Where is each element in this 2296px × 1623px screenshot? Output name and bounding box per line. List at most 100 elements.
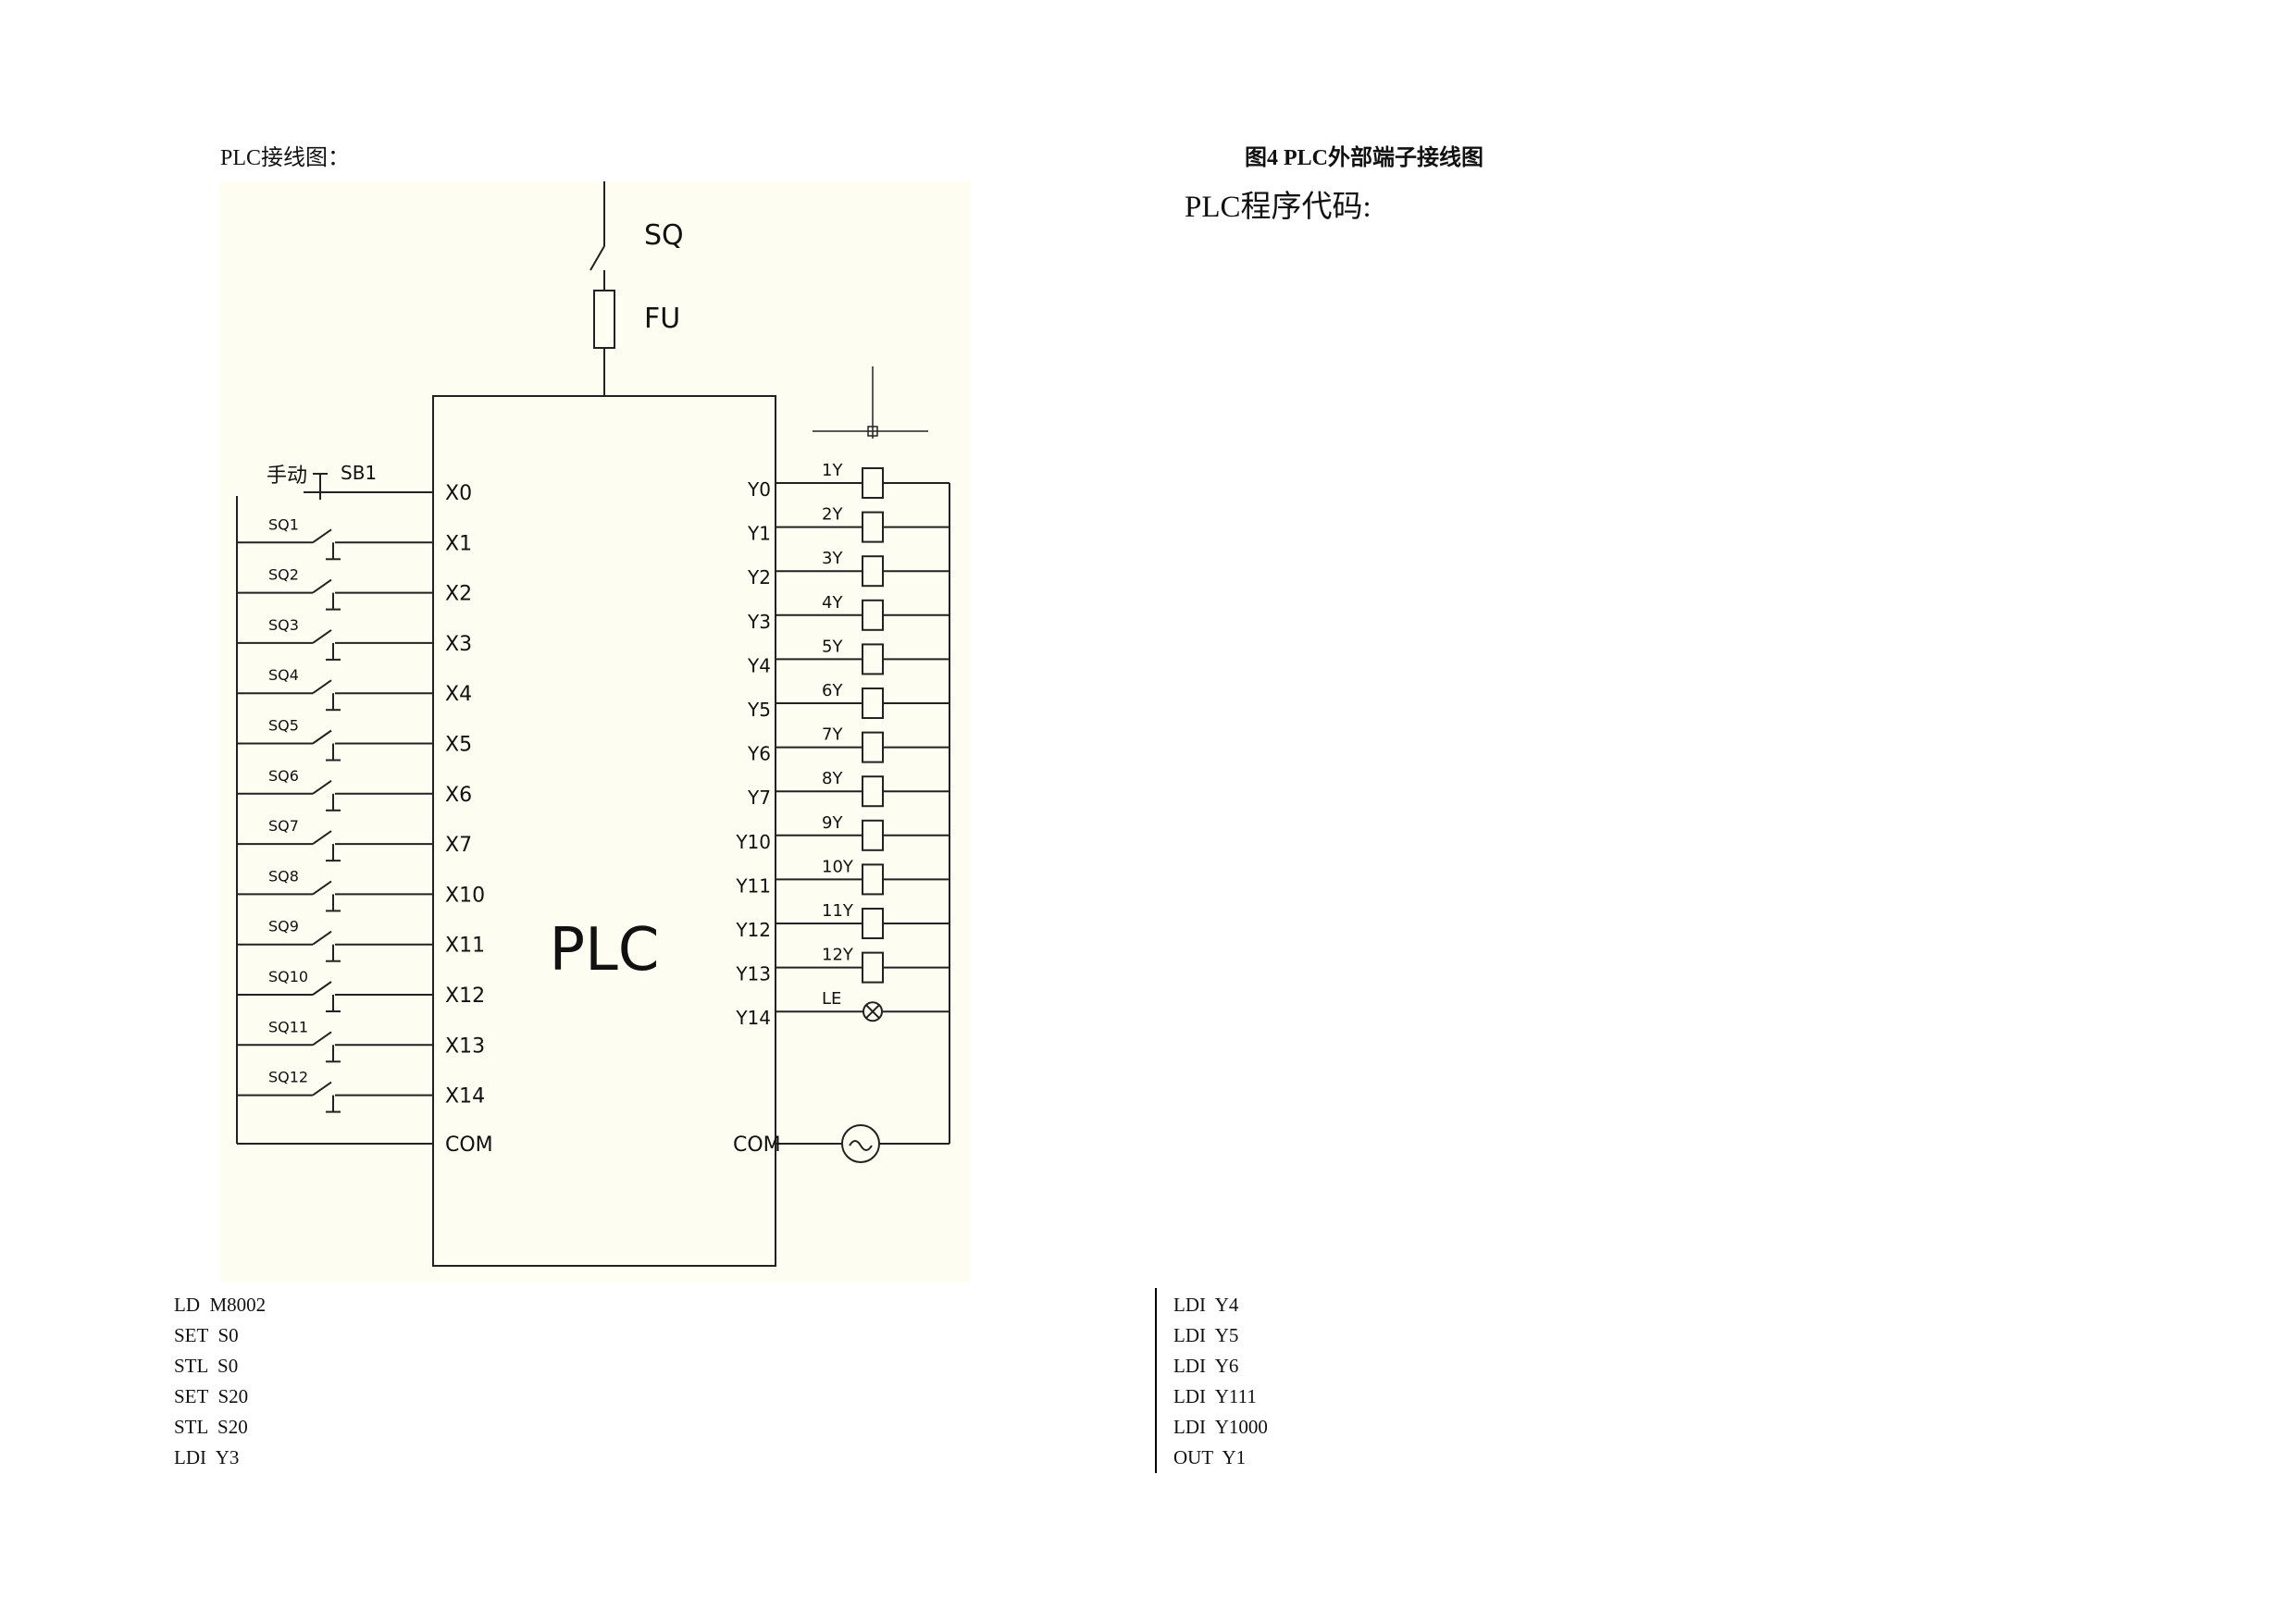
code-right-line: LDI Y111 [1173, 1385, 1257, 1407]
input-row [237, 830, 433, 862]
input-device-label: SQ11 [268, 1018, 308, 1035]
output-terminal-label: Y4 [747, 654, 771, 676]
input-device-label: SQ5 [268, 717, 299, 735]
input-row [237, 729, 433, 762]
input-row [237, 1081, 433, 1113]
manual-label: 手动 [267, 465, 307, 488]
input-row [237, 679, 433, 712]
column-divider [1155, 1288, 1157, 1473]
output-device-label: 11Y [822, 901, 854, 921]
lamp-icon [863, 1001, 883, 1022]
input-com-label: COM [445, 1134, 493, 1157]
output-terminal-label: Y1 [747, 523, 771, 545]
input-device-label: SQ1 [268, 515, 299, 533]
output-terminal-label: Y11 [735, 874, 771, 897]
code-right-line: LDI Y4 [1173, 1294, 1239, 1316]
plc-wiring-diagram: X0SQ1X1SQ2X2SQ3X3SQ4X4SQ5X5SQ6X6SQ7X7SQ8… [220, 181, 970, 1282]
limit-switch-icon [312, 830, 332, 845]
input-device-label: SQ10 [268, 968, 308, 985]
output-terminal-label: Y6 [747, 743, 771, 765]
input-row [237, 578, 433, 611]
input-terminal-label: X11 [445, 935, 485, 958]
input-device-label: SQ8 [268, 867, 299, 885]
output-device-label: 10Y [822, 857, 854, 876]
input-terminal-label: X13 [445, 1035, 485, 1058]
output-row [776, 467, 949, 499]
output-device-label: 4Y [822, 593, 843, 613]
output-device-label: LE [822, 989, 841, 1009]
limit-switch-icon [312, 1081, 332, 1096]
output-row [776, 599, 949, 631]
limit-switch-icon [312, 729, 332, 745]
limit-switch-icon [312, 629, 332, 644]
input-row [237, 528, 433, 561]
code-left-line: SET S20 [174, 1385, 249, 1407]
figure-caption: 图4 PLC外部端子接线图 [1245, 146, 1483, 170]
output-device-label: 3Y [822, 549, 843, 568]
input-row [237, 930, 433, 962]
output-row [776, 643, 949, 675]
input-terminal-label: X4 [445, 683, 472, 706]
code-right-line: OUT Y1 [1173, 1446, 1247, 1468]
input-terminal-label: X1 [445, 532, 472, 555]
output-row [776, 863, 949, 896]
output-terminal-label: Y10 [735, 831, 771, 853]
code-left-line: STL S20 [174, 1416, 248, 1438]
output-device-label: 6Y [822, 681, 843, 700]
input-device-label: SQ9 [268, 918, 299, 935]
limit-switch-icon [312, 679, 332, 695]
output-terminal-label: Y7 [747, 787, 771, 809]
fuse-label: FU [644, 303, 680, 335]
output-com-label: COM [733, 1134, 781, 1157]
input-device-label: SQ2 [268, 566, 299, 584]
output-row [776, 555, 949, 588]
output-device-label: 5Y [822, 637, 843, 656]
output-row [776, 688, 949, 719]
input-terminal-label: X3 [445, 633, 472, 656]
program-code-heading: PLC程序代码: [1185, 191, 1371, 224]
output-terminal-label: Y0 [747, 478, 771, 501]
limit-switch-icon [312, 528, 332, 544]
output-row [776, 908, 949, 939]
output-device-label: 2Y [822, 505, 843, 525]
input-row [237, 629, 433, 661]
limit-switch-icon [312, 1031, 332, 1047]
input-device-label: SQ6 [268, 767, 299, 785]
limit-switch-icon [312, 880, 332, 896]
output-terminal-label: Y2 [747, 566, 771, 588]
output-device-label: 12Y [822, 946, 854, 965]
limit-switch-icon [312, 779, 332, 795]
ac-source-icon [841, 1124, 880, 1163]
code-right-line: LDI Y5 [1173, 1324, 1239, 1346]
output-row [776, 511, 949, 543]
plc-box [432, 395, 776, 1267]
input-device-label: SQ12 [268, 1069, 308, 1086]
output-terminal-label: Y12 [735, 919, 771, 941]
diagram-background [220, 181, 970, 1282]
supply-switch-blade [590, 245, 605, 271]
code-right-line: LDI Y6 [1173, 1355, 1239, 1377]
output-row [776, 731, 949, 763]
output-row [776, 1001, 949, 1022]
input-terminal-label: X2 [445, 583, 472, 606]
input-device-label: SQ4 [268, 666, 299, 684]
plc-label: PLC [550, 916, 660, 985]
limit-switch-icon [312, 981, 332, 996]
wiring-diagram-heading: PLC接线图： [220, 146, 351, 170]
input-terminal-label: X5 [445, 734, 472, 757]
output-device-label: 8Y [822, 769, 843, 788]
output-device-label: 9Y [822, 813, 843, 833]
output-terminal-label: Y3 [747, 611, 771, 633]
input-row [237, 1031, 433, 1063]
output-row [776, 775, 949, 808]
code-left-line: STL S0 [174, 1355, 239, 1377]
input-device-label: SQ3 [268, 616, 299, 634]
output-terminal-label: Y14 [735, 1007, 771, 1029]
output-terminal-label: Y5 [747, 699, 771, 721]
code-right-line: LDI Y1000 [1173, 1416, 1268, 1438]
output-terminal-label: Y13 [735, 963, 771, 985]
input-terminal-label: X12 [445, 985, 485, 1008]
input-row [304, 473, 433, 500]
